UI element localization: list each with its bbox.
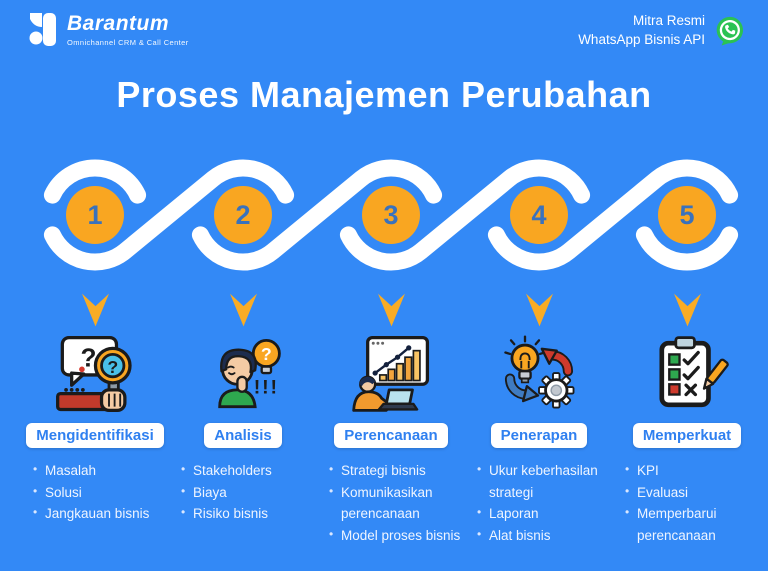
step-item: Komunikasikan perencanaan (329, 482, 461, 525)
step-column-2: ? !!! Analisis Stakeholders Biaya Risiko… (169, 293, 317, 546)
down-chevron-icon (81, 293, 109, 327)
step-item-list: Masalah Solusi Jangkauan bisnis (21, 460, 153, 525)
step-label-badge: Mengidentifikasi (26, 423, 164, 448)
step-number: 2 (235, 199, 251, 230)
down-chevron-icon (673, 293, 701, 327)
step-item: Masalah (33, 460, 149, 482)
reinforce-checklist-icon (659, 336, 729, 408)
step-item-list: Stakeholders Biaya Risiko bisnis (169, 460, 276, 525)
step-item-list: Ukur keberhasilan strategi Laporan Alat … (465, 460, 613, 546)
step-circle-1: 1 (66, 186, 124, 244)
svg-text:?: ? (80, 343, 96, 373)
step-item: Evaluasi (625, 482, 757, 504)
step-number: 5 (679, 199, 695, 230)
down-chevron-icon (525, 293, 553, 327)
whatsapp-icon (716, 16, 744, 46)
partner-line2: WhatsApp Bisnis API (578, 31, 705, 47)
barantum-b-icon (29, 13, 56, 46)
thinking-person-icon: ? !!! (218, 339, 281, 409)
step-circle-5: 5 (658, 186, 716, 244)
step-column-3: Perencanaan Strategi bisnis Komunikasika… (317, 293, 465, 546)
step-item-list: KPI Evaluasi Memperbarui perencanaan (613, 460, 761, 546)
step-number: 4 (531, 199, 547, 230)
down-chevron-icon (229, 293, 257, 327)
step-item: Biaya (181, 482, 272, 504)
partner-badge: Mitra Resmi WhatsApp Bisnis API (578, 12, 746, 50)
step-item: Risiko bisnis (181, 503, 272, 525)
partner-line1: Mitra Resmi (632, 13, 705, 28)
step-label-badge: Analisis (204, 423, 282, 448)
identification-search-icon: ? ? (56, 335, 132, 413)
svg-text:?: ? (107, 357, 118, 377)
step-item: Alat bisnis (477, 525, 609, 547)
step-label-badge: Memperkuat (632, 423, 742, 448)
header: Barantum Omnichannel CRM & Call Center M… (28, 12, 746, 50)
step-circle-3: 3 (362, 186, 420, 244)
step-item: KPI (625, 460, 757, 482)
brand-tagline: Omnichannel CRM & Call Center (67, 37, 189, 47)
brand-name: Barantum (67, 12, 170, 36)
step-column-5: Memperkuat KPI Evaluasi Memperbarui pere… (613, 293, 761, 546)
step-label-badge: Perencanaan (334, 423, 448, 448)
step-circle-2: 2 (214, 186, 272, 244)
svg-text:!!!: !!! (254, 377, 279, 399)
brand-logo: Barantum Omnichannel CRM & Call Center (28, 12, 189, 48)
svg-text:?: ? (261, 344, 272, 364)
implementation-bulb-gear-icon (504, 335, 575, 409)
step-number: 1 (87, 199, 103, 230)
page-title: Proses Manajemen Perubahan (116, 74, 652, 115)
step-label-badge: Penerapan (490, 423, 588, 448)
down-chevron-icon (377, 293, 405, 327)
wave-ribbon (43, 159, 739, 271)
step-number: 3 (383, 199, 399, 230)
step-item: Ukur keberhasilan strategi (477, 460, 609, 503)
step-item: Model proses bisnis (329, 525, 461, 547)
step-circle-4: 4 (510, 186, 568, 244)
steps-row: ? ? Mengidentifikasi Masalah Solusi Jang… (21, 293, 761, 546)
planning-chart-icon (352, 335, 430, 412)
step-column-1: ? ? Mengidentifikasi Masalah Solusi Jang… (21, 293, 169, 546)
step-item: Solusi (33, 482, 149, 504)
step-item: Jangkauan bisnis (33, 503, 149, 525)
step-column-4: Penerapan Ukur keberhasilan strategi Lap… (465, 293, 613, 546)
step-item: Laporan (477, 503, 609, 525)
step-item-list: Strategi bisnis Komunikasikan perencanaa… (317, 460, 465, 546)
step-item: Memperbarui perencanaan (625, 503, 757, 546)
step-item: Stakeholders (181, 460, 272, 482)
step-item: Strategi bisnis (329, 460, 461, 482)
process-wave: 1 2 3 4 5 (0, 150, 768, 290)
